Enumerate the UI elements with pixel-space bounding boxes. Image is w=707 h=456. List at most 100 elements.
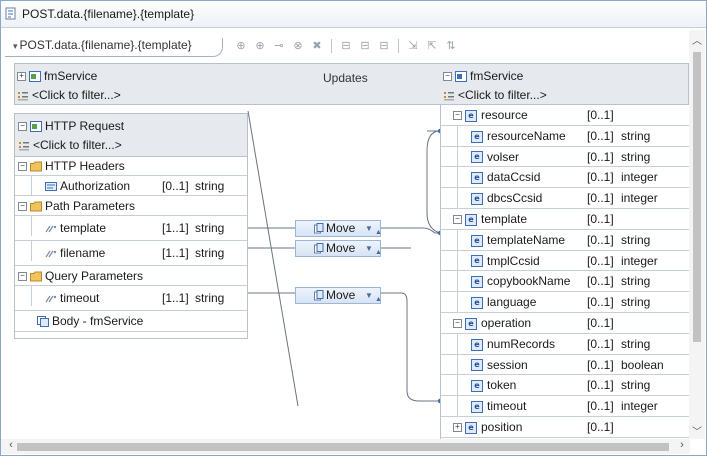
element-icon: e — [465, 317, 477, 330]
collapse-toggle-icon[interactable]: − — [18, 122, 27, 132]
move-transform-filename[interactable]: Move ▼ ▲ — [295, 240, 382, 257]
scroll-left-icon[interactable]: ‹ — [9, 439, 13, 451]
expand-arrow-icon[interactable]: ▲ — [375, 296, 382, 303]
left-row-query-parameters[interactable]: −Query Parameters — [15, 266, 247, 286]
vertical-scrollbar[interactable]: ︿ ﹀ — [689, 30, 705, 439]
left-row-http-headers[interactable]: −HTTP Headers — [15, 156, 247, 176]
collapse-toggle-icon[interactable]: − — [453, 319, 462, 329]
collapse-icon[interactable]: ⇱ — [427, 40, 437, 52]
left-row-timeout[interactable]: timeout[1..1]string — [15, 286, 247, 311]
right-row-type: string — [621, 149, 651, 164]
remove-icon[interactable]: ✖ — [312, 40, 322, 52]
scroll-right-icon[interactable]: › — [680, 439, 684, 451]
expand-icon[interactable]: ⇲ — [408, 40, 418, 52]
scroll-down-icon[interactable]: ﹀ — [692, 427, 702, 438]
scroll-up-icon[interactable]: ︿ — [692, 36, 702, 47]
expand-arrow-icon[interactable]: ▲ — [375, 229, 382, 236]
http-request-filter-text: <Click to filter...> — [33, 138, 122, 152]
horizontal-scrollbar[interactable]: ‹ › — [1, 439, 690, 454]
right-row-label: operation — [481, 316, 532, 330]
row-indent-line — [31, 241, 32, 261]
http-request-table: −HTTP Request <Click to filter...> −HTTP… — [14, 113, 248, 339]
right-service-node[interactable]: −fmService — [443, 66, 523, 86]
move-label: Move — [326, 241, 356, 255]
left-row-template[interactable]: template[1..1]string — [15, 216, 247, 241]
left-row-body-fmservice[interactable]: Body - fmService — [15, 311, 247, 332]
breadcrumb[interactable]: ▾POST.data.{filename}.{template} — [5, 38, 223, 57]
collapse-toggle-icon[interactable]: − — [18, 202, 27, 212]
chevron-down-icon[interactable]: ▼ — [365, 244, 373, 253]
right-service-filter[interactable]: <Click to filter...> — [443, 85, 547, 105]
folder-icon — [30, 161, 42, 172]
right-row-label: resourceName — [487, 128, 566, 143]
breadcrumb-label: POST.data.{filename}.{template} — [19, 38, 192, 52]
http-request-node[interactable]: −HTTP Request — [18, 116, 124, 136]
right-row-type: string — [621, 232, 651, 247]
move-transform-timeout[interactable]: Move ▼ ▲ — [295, 287, 382, 304]
align-center-icon[interactable]: ⊟ — [360, 40, 370, 52]
left-row-name-wrap: template — [45, 216, 106, 241]
vertical-scroll-thumb[interactable] — [693, 52, 701, 342]
element-icon: e — [471, 401, 483, 414]
chevron-down-icon[interactable]: ▾ — [13, 41, 18, 51]
align-right-icon[interactable]: ⊟ — [379, 40, 389, 52]
move-transform-template[interactable]: Move ▼ ▲ — [295, 220, 382, 237]
left-row-path-parameters[interactable]: −Path Parameters — [15, 196, 247, 216]
row-indent-line — [457, 146, 458, 167]
right-row-cardinality: [0..1] — [587, 170, 614, 185]
filter-icon — [444, 91, 454, 101]
http-request-header: −HTTP Request <Click to filter...> — [15, 114, 247, 157]
left-service-node[interactable]: +fmService — [17, 66, 97, 86]
element-icon: e — [465, 109, 477, 122]
right-row-cardinality: [0..1] — [587, 336, 614, 351]
left-row-authorization[interactable]: Authorization[0..1]string — [15, 176, 247, 196]
right-row-type: integer — [621, 253, 658, 268]
editor-tab[interactable]: POST.data.{filename}.{template} — [1, 1, 706, 28]
row-indent-line — [457, 125, 458, 146]
collapse-toggle-icon[interactable]: − — [18, 272, 27, 282]
expand-arrow-icon[interactable]: ▲ — [375, 249, 382, 256]
right-row-cardinality: [0..1] — [587, 149, 614, 164]
http-request-filter[interactable]: <Click to filter...> — [18, 135, 122, 155]
chevron-down-icon[interactable]: ▼ — [365, 291, 373, 300]
add-output-icon[interactable]: ⊕ — [255, 40, 265, 52]
left-service-filter[interactable]: <Click to filter...> — [17, 85, 121, 105]
connect-icon[interactable]: ⊸ — [274, 40, 284, 52]
add-input-icon[interactable]: ⊕ — [236, 40, 246, 52]
horizontal-scroll-thumb[interactable] — [17, 443, 669, 451]
collapse-toggle-icon[interactable]: − — [453, 215, 462, 225]
collapse-toggle-icon[interactable]: − — [453, 111, 462, 121]
folder-icon — [30, 201, 42, 212]
sort-icon[interactable]: ⇅ — [446, 40, 456, 52]
left-row-filename[interactable]: filename[1..1]string — [15, 241, 247, 266]
align-left-icon[interactable]: ⊟ — [341, 40, 351, 52]
chevron-down-icon[interactable]: ▼ — [365, 224, 373, 233]
left-row-name-wrap: −Query Parameters — [18, 266, 143, 286]
row-indent-line — [457, 292, 458, 313]
delete-transform-icon[interactable]: ⊗ — [293, 40, 303, 52]
collapse-toggle-icon[interactable]: − — [18, 162, 27, 172]
expand-toggle-icon[interactable]: + — [453, 423, 462, 433]
collapse-toggle-icon[interactable]: − — [443, 72, 452, 82]
left-row-type: string — [195, 221, 225, 235]
expand-toggle-icon[interactable]: + — [17, 72, 26, 82]
